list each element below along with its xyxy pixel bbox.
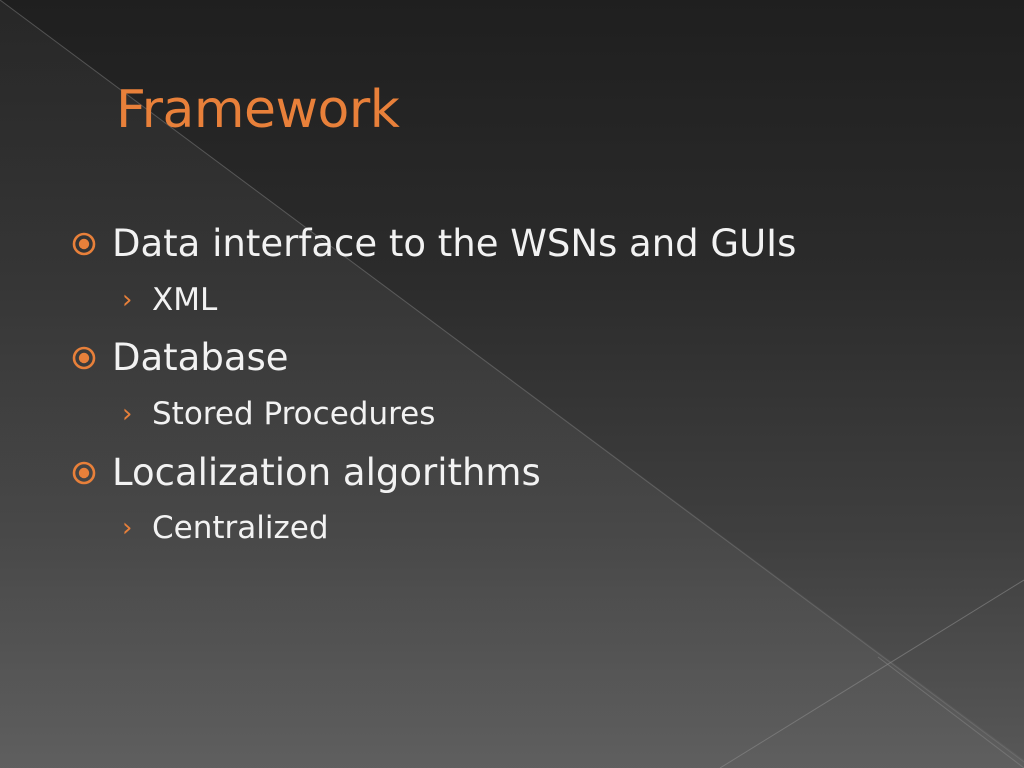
bullet-item-2: Database — [70, 333, 289, 383]
bullet-text: Localization algorithms — [112, 451, 541, 494]
chevron-right-icon: › — [122, 513, 133, 543]
circled-dot-icon — [72, 461, 96, 485]
bullet-item-3: Localization algorithms — [70, 448, 541, 498]
circled-dot-icon — [72, 232, 96, 256]
sub-bullet-item-2: › Stored Procedures — [122, 394, 435, 434]
chevron-right-icon: › — [122, 399, 133, 429]
bullet-text: Data interface to the WSNs and GUIs — [112, 222, 797, 265]
sub-bullet-item-3: › Centralized — [122, 508, 329, 548]
bullet-item-1: Data interface to the WSNs and GUIs — [70, 219, 796, 269]
sub-bullet-text: Stored Procedures — [152, 396, 436, 432]
sub-bullet-text: Centralized — [152, 510, 329, 546]
circled-dot-icon — [72, 346, 96, 370]
sub-bullet-text: XML — [152, 282, 218, 318]
bullet-text: Database — [112, 336, 289, 379]
chevron-right-icon: › — [122, 285, 133, 315]
slide-title: Framework — [116, 80, 400, 140]
sub-bullet-item-1: › XML — [122, 280, 217, 320]
